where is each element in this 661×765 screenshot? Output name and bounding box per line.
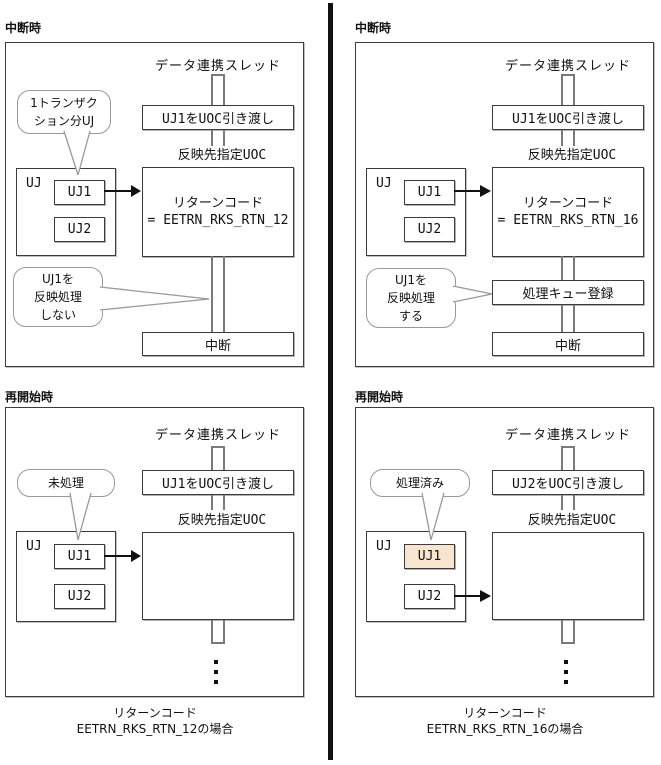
pipe bbox=[561, 256, 575, 280]
pipe bbox=[211, 620, 225, 644]
uj1-box: UJ1 bbox=[54, 180, 105, 205]
uj-group: UJ UJ1 UJ2 bbox=[366, 531, 466, 622]
pipe bbox=[561, 446, 575, 470]
section-title-restart: 再開始時 bbox=[5, 390, 54, 404]
transaction-callout: 1トランザク ション分UJ bbox=[17, 90, 111, 134]
uj2-box: UJ2 bbox=[404, 584, 455, 609]
handoff-box: UJ1をUOC引き渡し bbox=[142, 470, 294, 495]
pipe bbox=[211, 446, 225, 470]
uj-group: UJ UJ1 UJ2 bbox=[366, 168, 466, 256]
interrupt-box: 中断 bbox=[142, 332, 294, 356]
caption: リターンコード EETRN_RKS_RTN_16の場合 bbox=[426, 706, 584, 736]
action-callout: UJ1を 反映処理 しない bbox=[13, 267, 103, 327]
return-code-box: リターンコード = EETRN_RKS_RTN_12 bbox=[142, 167, 294, 257]
continuation-dots bbox=[214, 660, 218, 690]
uj-group-label: UJ bbox=[26, 176, 42, 191]
uj-group-label: UJ bbox=[376, 539, 392, 554]
left-panel: 中断時 データ連携スレッド UJ1をUOC引き渡し 反映先指定UOC 1トランザ… bbox=[0, 0, 310, 765]
pipe bbox=[211, 256, 225, 332]
status-callout: 未処理 bbox=[17, 469, 115, 497]
action-callout: UJ1を 反映処理 する bbox=[366, 268, 456, 328]
continuation-dots bbox=[564, 660, 568, 690]
uj1-box: UJ1 bbox=[54, 544, 105, 569]
uj1-box-processed: UJ1 bbox=[404, 544, 455, 569]
pipe bbox=[561, 620, 575, 644]
uoc-label: 反映先指定UOC bbox=[527, 513, 617, 528]
pipe bbox=[211, 74, 225, 105]
uj2-box: UJ2 bbox=[404, 217, 455, 242]
section-title-restart: 再開始時 bbox=[355, 390, 404, 404]
interrupt-box: 中断 bbox=[492, 332, 644, 356]
return-code-box: リターンコード = EETRN_RKS_RTN_16 bbox=[492, 167, 644, 257]
pipe bbox=[561, 495, 575, 510]
uoc-label: 反映先指定UOC bbox=[527, 148, 617, 163]
uj-group: UJ UJ1 UJ2 bbox=[16, 168, 116, 256]
pipe bbox=[211, 130, 225, 146]
caption: リターンコード EETRN_RKS_RTN_12の場合 bbox=[76, 706, 234, 736]
thread-label: データ連携スレッド bbox=[504, 428, 631, 443]
uoc-label: 反映先指定UOC bbox=[177, 148, 267, 163]
handoff-box: UJ1をUOC引き渡し bbox=[492, 105, 644, 130]
uoc-box-empty bbox=[142, 532, 294, 620]
thread-label: データ連携スレッド bbox=[154, 428, 281, 443]
pipe bbox=[561, 74, 575, 105]
uj2-box: UJ2 bbox=[54, 217, 105, 242]
status-callout: 処理済み bbox=[370, 469, 470, 497]
queue-box: 処理キュー登録 bbox=[492, 280, 644, 305]
pipe bbox=[561, 305, 575, 332]
thread-label: データ連携スレッド bbox=[154, 59, 281, 74]
thread-label: データ連携スレッド bbox=[504, 59, 631, 74]
uj-group-label: UJ bbox=[26, 539, 42, 554]
right-panel: 中断時 データ連携スレッド UJ1をUOC引き渡し 反映先指定UOC UJ UJ… bbox=[350, 0, 660, 765]
uj-group-label: UJ bbox=[376, 176, 392, 191]
uj-group: UJ UJ1 UJ2 bbox=[16, 531, 116, 622]
section-title-interrupt: 中断時 bbox=[5, 21, 42, 35]
handoff-box: UJ1をUOC引き渡し bbox=[142, 105, 294, 130]
uoc-label: 反映先指定UOC bbox=[177, 513, 267, 528]
uj2-box: UJ2 bbox=[54, 584, 105, 609]
section-title-interrupt: 中断時 bbox=[355, 21, 392, 35]
uj1-box: UJ1 bbox=[404, 180, 455, 205]
pipe bbox=[561, 130, 575, 146]
column-divider bbox=[328, 3, 333, 760]
pipe bbox=[211, 495, 225, 510]
handoff-box: UJ2をUOC引き渡し bbox=[492, 470, 644, 495]
uoc-box-empty bbox=[492, 532, 644, 620]
